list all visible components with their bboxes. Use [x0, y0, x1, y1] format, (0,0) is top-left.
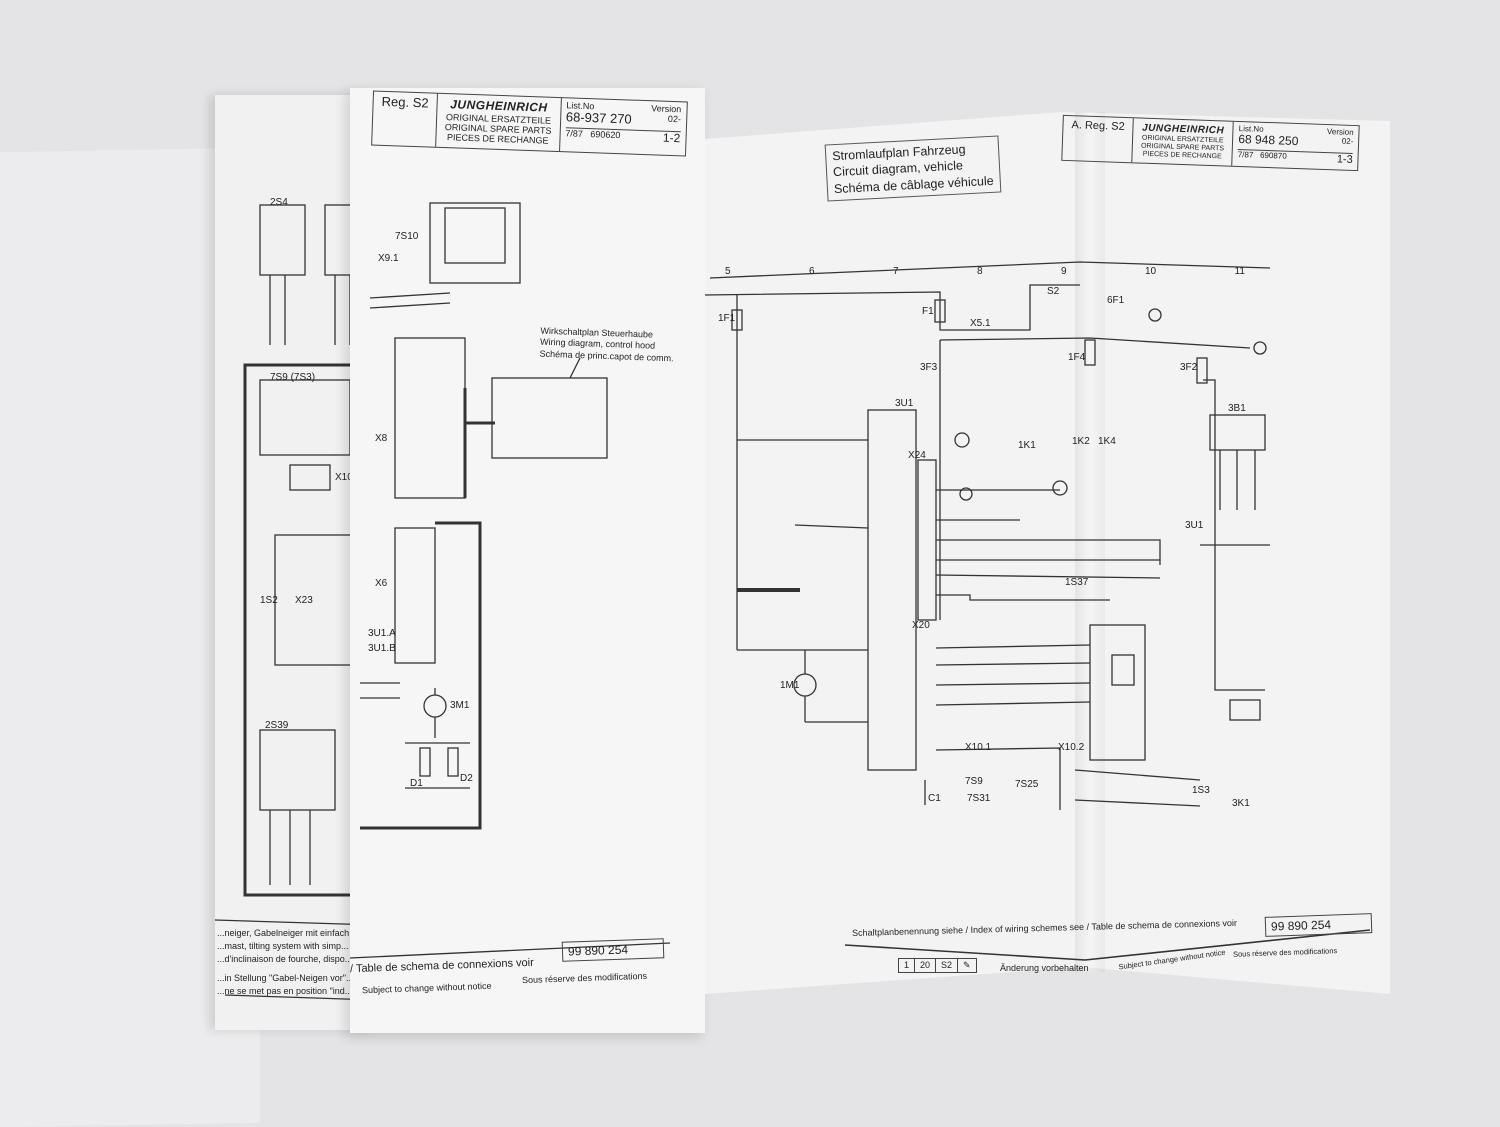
column-number: 6: [809, 266, 815, 277]
label-x10-1: X10.1: [965, 742, 992, 753]
column-number: 10: [1145, 266, 1157, 277]
column-number: 11: [1234, 266, 1245, 277]
left-page: 2S4 2S39 7S9 (7S3) X10.2 1S2 X23 ...neig…: [215, 95, 375, 1030]
middle-page: Reg. S2 JUNGHEINRICH ORIGINAL ERSATZTEIL…: [350, 88, 705, 1033]
label-d2: D2: [460, 773, 473, 784]
label-x10-2: X10.2: [1058, 742, 1085, 753]
label-s2: S2: [1047, 286, 1060, 297]
label-3f2: 3F2: [1180, 362, 1198, 373]
label-1s37: 1S37: [1065, 577, 1089, 588]
label-x6: X6: [375, 578, 388, 589]
note-line: ...in Stellung "Gabel-Neigen vor"...: [217, 973, 354, 984]
label-6f1: 6F1: [1107, 295, 1125, 306]
label-f1: F1: [922, 306, 934, 317]
label-x5-1: X5.1: [970, 318, 991, 329]
label-7s10: 7S10: [395, 231, 419, 242]
label-x24: X24: [908, 450, 926, 461]
label-x10-2: X10.2: [335, 472, 362, 483]
note-line: ...ne se met pas en position "ind...: [217, 986, 353, 997]
label-7s9: 7S9 (7S3): [270, 372, 316, 383]
label-1k4: 1K4: [1098, 436, 1116, 447]
notice-de: Änderung vorbehalten: [1000, 963, 1089, 973]
label-1k2: 1K2: [1072, 436, 1090, 447]
column-number: 5: [725, 266, 731, 277]
right-page: [705, 112, 1390, 994]
column-number: 8: [977, 266, 983, 277]
page-boxes: 1 20 S2 ✎: [898, 958, 977, 973]
label-3u1-b: 3U1: [1185, 520, 1204, 531]
label-7s25: 7S25: [1015, 779, 1039, 790]
label-3b1: 3B1: [1228, 403, 1246, 414]
column-numbers: 5 6 7 8 9 10 11: [725, 266, 1245, 277]
page-fold: [1075, 112, 1105, 972]
right-footer-number: 99 890 254: [1264, 913, 1373, 937]
label-3u1b: 3U1.B: [368, 643, 396, 654]
label-1k1: 1K1: [1018, 440, 1036, 451]
label-x8: X8: [375, 433, 388, 444]
label-2s4: 2S4: [270, 197, 288, 208]
label-3m1: 3M1: [450, 700, 470, 711]
label-d1: D1: [410, 778, 423, 789]
page-box: S2: [936, 959, 959, 972]
label-7s31: 7S31: [967, 793, 991, 804]
page-box: 1: [899, 959, 916, 972]
note-line: ...d'inclinaison de fourche, dispo...: [217, 954, 353, 965]
label-2s39: 2S39: [265, 720, 289, 731]
label-c1: C1: [928, 793, 941, 804]
label-x9-1: X9.1: [378, 253, 399, 264]
label-3f3: 3F3: [920, 362, 938, 373]
label-3u1a: 3U1.A: [368, 628, 396, 639]
label-1m1: 1M1: [780, 680, 800, 691]
label-1s3: 1S3: [1192, 785, 1210, 796]
left-page-notes: ...neiger, Gabelneiger mit einfach wi...…: [217, 927, 367, 998]
pen-icon: ✎: [963, 960, 971, 970]
note-line: ...neiger, Gabelneiger mit einfach wi...: [217, 928, 367, 938]
column-number: 9: [1061, 266, 1067, 277]
middle-schematic: [350, 202, 671, 959]
note-line: ...mast, tilting system with simp...: [217, 941, 349, 952]
label-x23: X23: [295, 595, 313, 606]
label-7s9: 7S9: [965, 776, 983, 787]
label-1f1: 1F1: [718, 313, 736, 324]
label-3k1: 3K1: [1232, 798, 1250, 809]
label-x20: X20: [912, 620, 930, 631]
label-3u1: 3U1: [895, 398, 914, 409]
column-number: 7: [893, 266, 899, 277]
label-1f4: 1F4: [1068, 352, 1086, 363]
label-1s2: 1S2: [260, 595, 278, 606]
page-box: 20: [915, 959, 937, 972]
